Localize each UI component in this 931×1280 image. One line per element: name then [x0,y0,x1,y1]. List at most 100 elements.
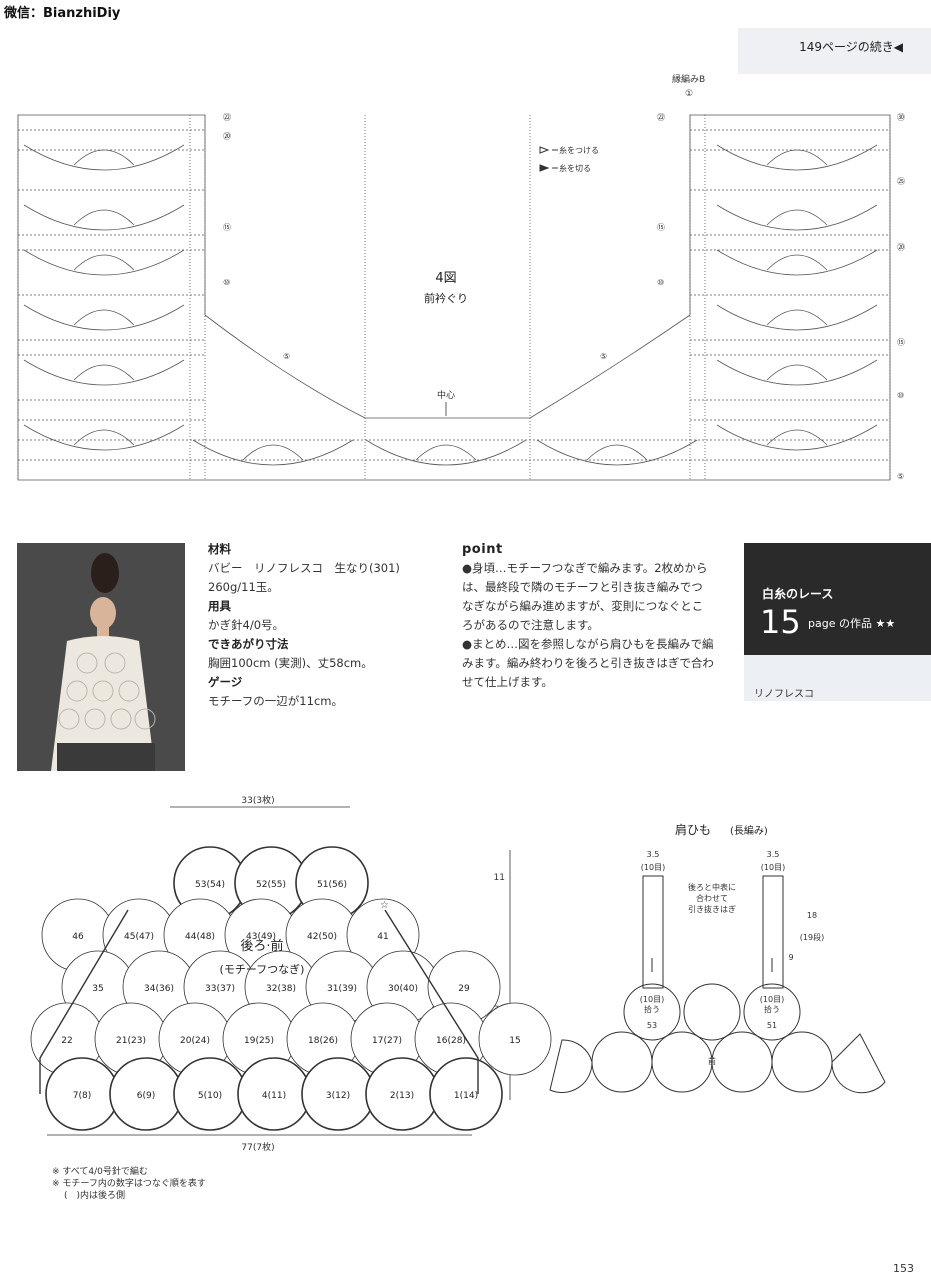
body-outline [39,909,479,1094]
row-mark-right-15: ⑮ [897,338,905,347]
figure-number: 4図 [435,271,456,286]
chart-fan [766,364,828,381]
yarn-box: リノフレスコ [744,655,931,701]
size-heading: できあがり寸法 [208,637,289,651]
motif-label: 44(48) [185,932,215,942]
wechat-label: 微信：BianzhiDiy [4,6,121,21]
join-note-3: 引き抜きはぎ [688,904,736,914]
chart-scallop [716,304,878,331]
pick-right-1: (10目) [760,995,784,1004]
chart-fan [73,254,135,271]
tag-page-label: page の作品 ★★ [808,617,896,630]
attach-icon [539,146,550,154]
chart-fan [73,309,135,326]
row-mark-mid-15: ⑮ [657,223,665,232]
row-mark-mid-10: ⑩ [657,278,664,287]
motif-label: 5(10) [198,1091,222,1101]
motif-circle [478,1002,552,1076]
chart-fan [73,364,135,381]
motif-label: 53(54) [195,880,225,890]
motif-front-1 [591,1031,653,1093]
motif-label: 51(56) [317,880,347,890]
model-photo [17,543,185,771]
chart-scallop [23,144,185,171]
chart-fan [766,429,828,446]
strap-side: 9 [788,953,793,962]
size-text: 胸囲100cm (実測)、丈58cm。 [208,656,373,670]
motif-label: 22 [61,1036,72,1046]
row-mark-right-22: ㉒ [657,113,665,122]
row-mark-left-5: ⑤ [283,352,290,361]
row-mark-right-5: ⑤ [897,472,904,481]
tag-title: 白糸のレース [762,587,834,601]
strap-left-width: 3.5 [647,850,660,859]
motif-label: 18(26) [308,1036,338,1046]
top-width-label: 33(3枚) [241,794,274,806]
motif-label: 30(40) [388,984,418,994]
point-block: point ●身頃…モチーフつなぎで編みます。2枚めからは、最終段で隣のモチーフ… [462,540,714,692]
motif-label: 43(49) [246,932,276,942]
body-diagram: 33(3枚) 77(7枚) 11 38 53(54)52(55)51(56)46… [30,794,552,1153]
edge-mark: ① [685,89,693,99]
motif-label: 4(11) [262,1091,286,1101]
body-sublabel: (モチーフつなぎ) [220,962,305,976]
strap-rows: (19段) [800,932,824,942]
row-mark-left-20: ⑳ [223,132,231,141]
body-label: 後ろ·前 [240,938,283,954]
chart-fan [766,254,828,271]
gauge-heading: ゲージ [208,675,243,689]
crochet-chart: 4図 前衿ぐり 中心 縁編みB ① ＝糸をつける ＝糸を切る ㉒ ⑳ ⑮ ⑩ ⑤… [17,73,905,481]
motif-label: 31(39) [327,984,357,994]
motif-label: 20(24) [180,1036,210,1046]
chart-scallop [716,204,878,231]
point-paragraph-1: ●身頃…モチーフつなぎで編みます。2枚めからは、最終段で隣のモチーフと引き抜き編… [462,561,708,632]
pick-right-2: 拾う [764,1004,780,1014]
legend-attach: ＝糸をつける [551,145,599,155]
pick-left-1: (10目) [640,995,664,1004]
chart-fan [73,429,135,446]
notes: ※ すべて4/0号針で編む ※ モチーフ内の数字はつなぐ順を表す ( )内は後ろ… [52,1166,206,1202]
materials-text: バビー リノフレスコ 生なり(301) [208,561,400,575]
join-note-1: 後ろと中表に [688,882,736,892]
chart-scallop [23,304,185,331]
motif-53-label: 53 [647,1021,657,1030]
materials-amount: 260g/11玉。 [208,580,279,594]
motif-label: 46 [72,932,84,942]
strap-right-stitches: (10目) [761,863,785,872]
chart-scallop [23,359,185,386]
chart-fan [73,149,135,166]
strap-title-sub: (長編み) [730,824,768,837]
pick-left-2: 拾う [644,1004,660,1014]
chart-fan [586,444,648,461]
materials-heading: 材料 [208,542,231,556]
motif-label: 3(12) [326,1091,350,1101]
motif-front-4 [771,1031,833,1093]
note-1: ※ すべて4/0号針で編む [52,1167,148,1177]
chart-fan [766,209,828,226]
chart-scallop [716,359,878,386]
motif-51-label: 51 [767,1021,777,1030]
motif-label: 34(36) [144,984,174,994]
yarn-label: リノフレスコ [754,689,814,700]
edge-label: 縁編みB [672,73,705,85]
join-note-2: 合わせて [696,893,728,903]
continued-box: 149ページの続き◀ [738,28,931,74]
strap-right-width: 3.5 [767,850,780,859]
chart-fan [766,309,828,326]
row-mark-left-15: ⑮ [223,223,231,232]
chart-fan [73,209,135,226]
motif-label: 6(9) [137,1091,155,1101]
chart-fan [242,444,304,461]
motif-52-front [683,983,741,1041]
motif-label: 15 [509,1036,520,1046]
chart-scallop [192,439,354,466]
continued-label: 149ページの続き◀ [799,40,903,54]
motif-label: 29 [458,984,470,994]
row-mark-mid-5: ⑤ [600,352,607,361]
chart-scallop [23,249,185,276]
motif-label: 45(47) [124,932,154,942]
work-tag: 白糸のレース 15 page の作品 ★★ [744,543,931,655]
chart-scallop [716,144,878,171]
row-mark-left-10: ⑩ [223,278,230,287]
strap-left [642,875,664,989]
